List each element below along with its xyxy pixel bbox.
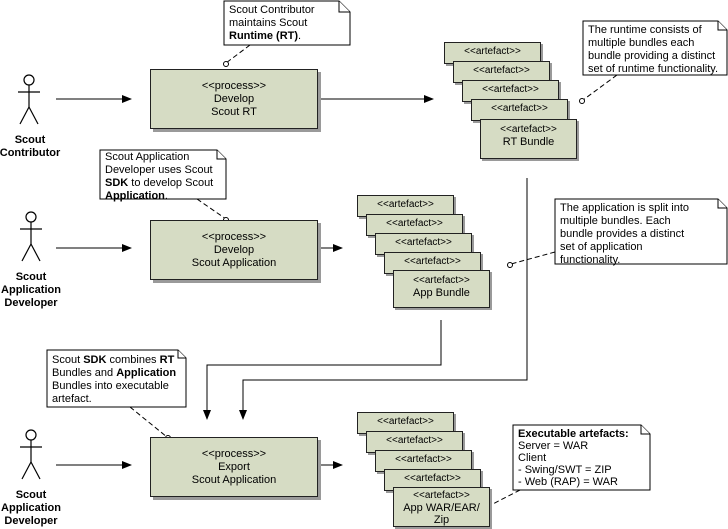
artefact-rt-3: <<artefact>> (462, 80, 559, 102)
artefact-app-bundle[interactable]: <<artefact>> App Bundle (393, 270, 490, 308)
artefact-label: App Bundle (413, 287, 470, 299)
process-label: Export (218, 460, 250, 473)
artefact-label: App WAR/EAR/ (403, 502, 480, 514)
process-label: Scout Application (191, 473, 277, 486)
actor-contributor-icon (18, 74, 40, 125)
artefact-stereotype: <<artefact>> (413, 490, 470, 501)
artefact-stereotype: <<artefact>> (500, 124, 557, 135)
process-develop-rt[interactable]: <<process>> Develop Scout RT (150, 69, 318, 129)
process-stereotype: <<process>> (201, 79, 267, 92)
process-develop-app[interactable]: <<process>> Develop Scout Application (150, 220, 318, 280)
arrow-app-bundles-to-export (203, 320, 442, 420)
process-stereotype: <<process>> (201, 230, 267, 243)
artefact-label: Zip (433, 514, 450, 526)
note-app-split: The application is split into multiple b… (560, 202, 690, 266)
artefact-rt-4: <<artefact>> (471, 99, 568, 121)
note-runtime-desc: The runtime consists of multiple bundles… (588, 24, 719, 75)
artefact-stereotype: <<artefact>> (413, 275, 470, 286)
artefact-war-bundle[interactable]: <<artefact>> App WAR/EAR/ Zip (393, 487, 490, 527)
note-executable: Executable artefacts: Server = WAR Clien… (518, 428, 629, 488)
artefact-label: RT Bundle (502, 136, 555, 148)
process-label: Develop (213, 92, 255, 105)
process-label: Scout RT (211, 105, 257, 118)
process-stereotype: <<process>> (201, 447, 267, 460)
note-connectors (129, 44, 618, 508)
actor-app-dev-1-icon (20, 211, 42, 262)
note-runtime-rt: Scout Contributor maintains Scout Runtim… (229, 4, 315, 42)
arrow-rt-bundles-to-export (239, 178, 528, 420)
actor-app-dev-2-icon (20, 429, 42, 480)
artefact-rt-bundle[interactable]: <<artefact>> RT Bundle (480, 119, 577, 159)
process-label: Scout Application (191, 256, 277, 269)
note-shapes (46, 0, 728, 491)
note-sdk-use: Scout Application Developer uses Scout S… (105, 151, 214, 202)
process-label: Develop (213, 243, 255, 256)
note-sdk-combine: Scout SDK combines RT Bundles and Applic… (52, 354, 177, 405)
process-export-app[interactable]: <<process>> Export Scout Application (150, 437, 318, 497)
artefact-war-2: <<artefact>> (366, 431, 463, 453)
